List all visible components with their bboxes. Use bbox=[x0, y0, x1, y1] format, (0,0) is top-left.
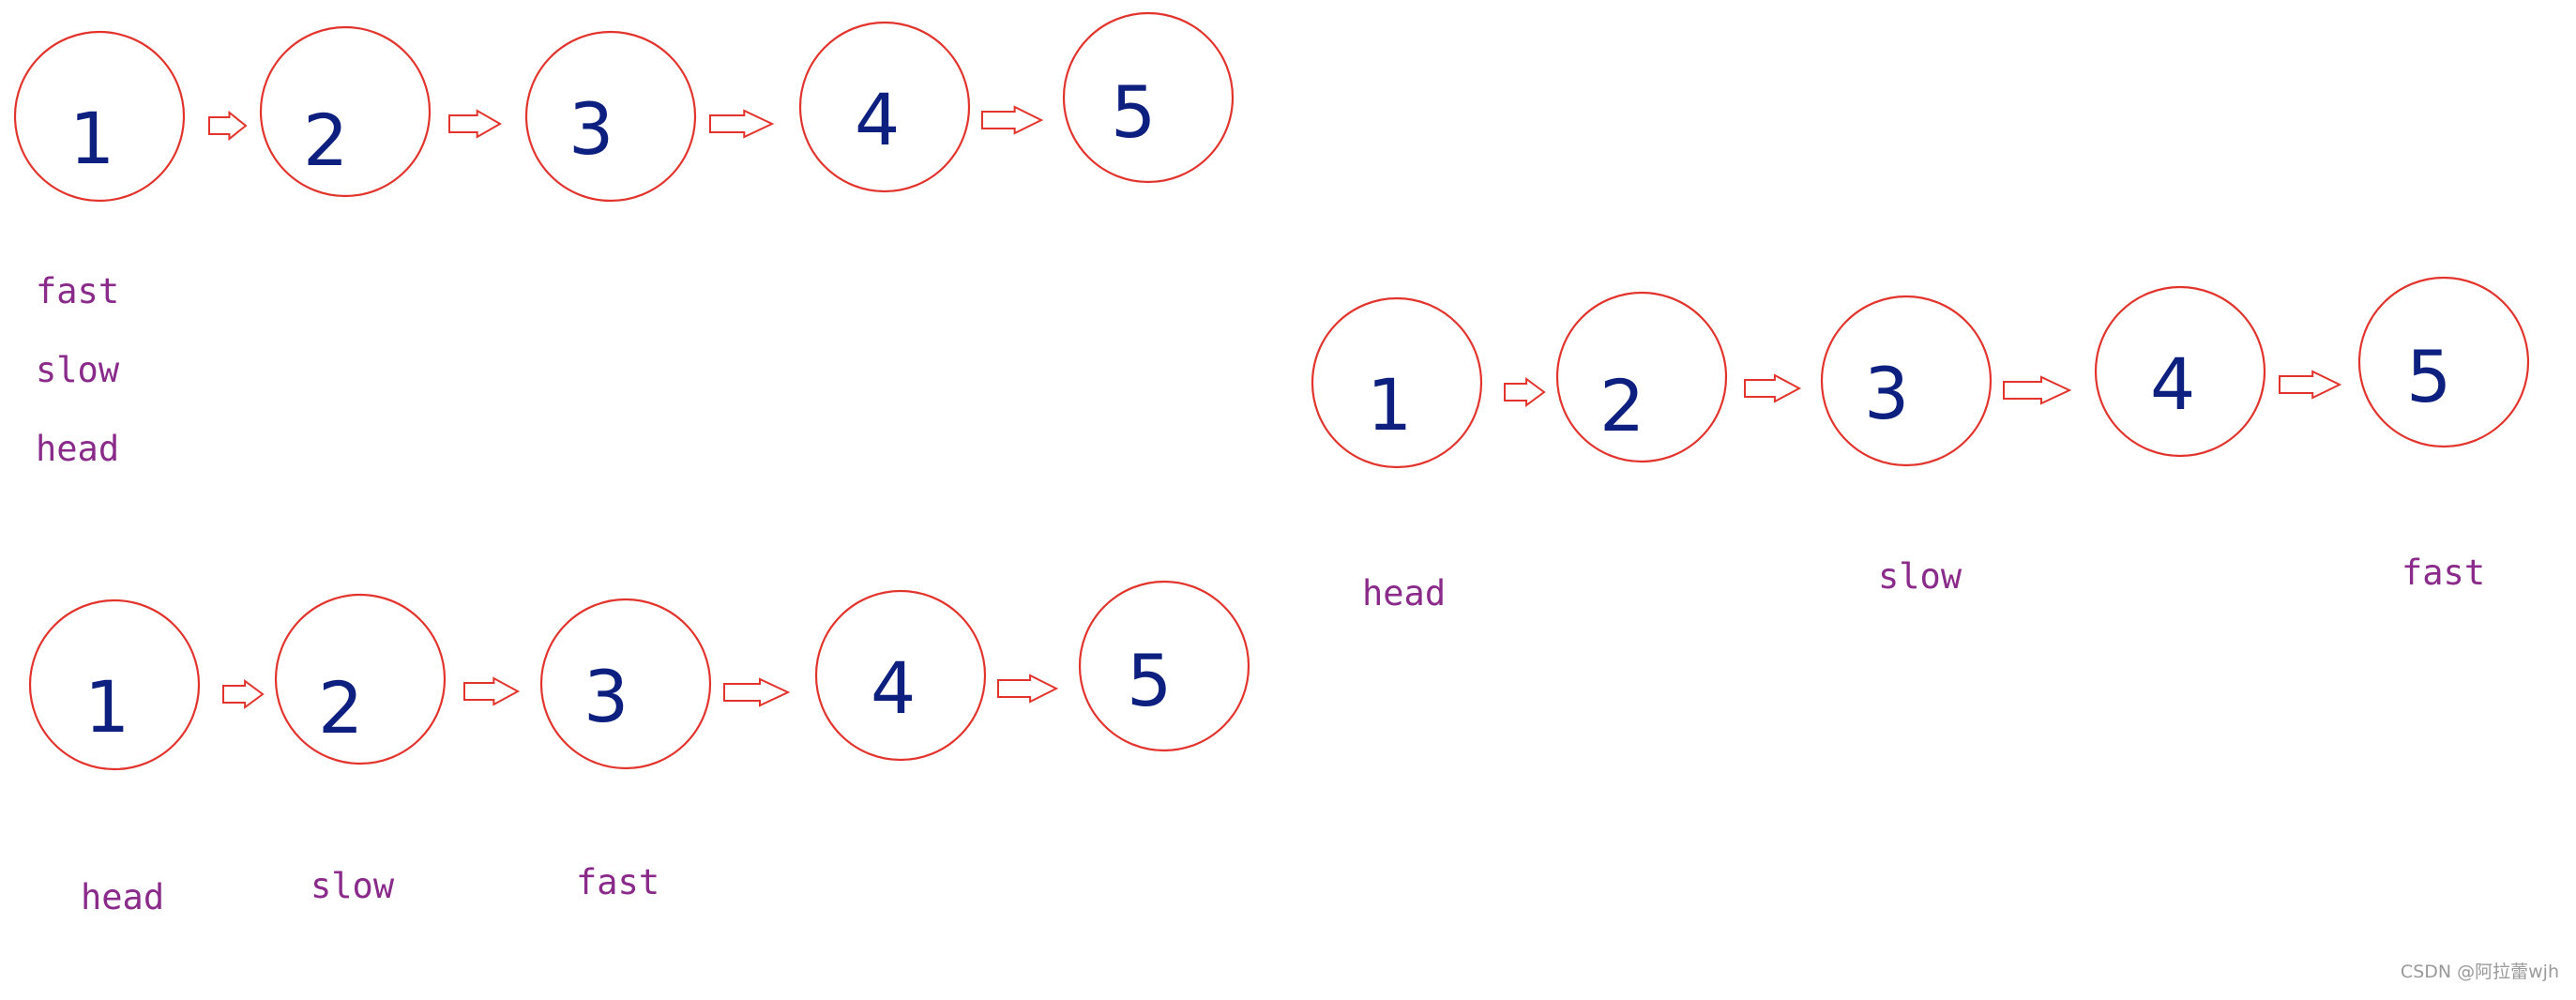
pointer-label-slow: slow bbox=[1878, 556, 1962, 597]
list-node-circle bbox=[2357, 276, 2530, 448]
list-node-circle bbox=[1062, 11, 1235, 184]
pointer-label-fast: fast bbox=[2402, 553, 2486, 593]
pointer-label-slow: slow bbox=[36, 350, 120, 390]
list-node-value: 4 bbox=[871, 646, 916, 730]
next-pointer-arrow bbox=[2003, 375, 2072, 405]
next-pointer-arrow bbox=[997, 674, 1059, 704]
list-node-circle bbox=[1078, 580, 1250, 752]
list-node-circle bbox=[814, 589, 987, 762]
next-pointer-arrow bbox=[448, 109, 503, 139]
list-node-circle bbox=[13, 30, 186, 203]
next-pointer-arrow bbox=[723, 677, 791, 707]
next-pointer-arrow bbox=[208, 110, 248, 142]
list-node-value: 3 bbox=[568, 87, 614, 171]
list-node-value: 5 bbox=[2406, 335, 2451, 418]
list-node-value: 1 bbox=[84, 665, 129, 749]
next-pointer-arrow bbox=[709, 109, 775, 139]
list-node-value: 4 bbox=[855, 78, 900, 161]
next-pointer-arrow bbox=[1744, 373, 1802, 403]
next-pointer-arrow bbox=[222, 679, 265, 709]
pointer-label-head: head bbox=[36, 429, 120, 469]
list-node-circle bbox=[2094, 285, 2266, 458]
pointer-label-fast: fast bbox=[576, 862, 660, 902]
list-node-circle bbox=[1820, 295, 1993, 467]
list-node-value: 2 bbox=[318, 666, 363, 750]
list-node-value: 3 bbox=[1864, 352, 1909, 435]
list-node-circle bbox=[1311, 296, 1483, 469]
pointer-label-head: head bbox=[1362, 573, 1447, 614]
list-node-value: 3 bbox=[583, 655, 629, 738]
list-node-circle bbox=[798, 21, 971, 193]
list-node-value: 1 bbox=[1367, 363, 1412, 447]
list-node-circle bbox=[524, 30, 697, 203]
list-node-value: 4 bbox=[2150, 342, 2195, 426]
pointer-label-slow: slow bbox=[311, 866, 395, 906]
next-pointer-arrow bbox=[2279, 370, 2342, 400]
list-node-value: 5 bbox=[1127, 639, 1172, 722]
list-node-circle bbox=[1555, 291, 1728, 463]
list-node-value: 2 bbox=[303, 98, 348, 182]
list-node-circle bbox=[259, 25, 432, 198]
pointer-label-fast: fast bbox=[36, 271, 120, 311]
watermark: CSDN @阿拉蕾wjh bbox=[2400, 962, 2559, 982]
list-node-circle bbox=[28, 598, 201, 771]
list-node-circle bbox=[539, 598, 712, 770]
next-pointer-arrow bbox=[981, 105, 1044, 135]
list-node-circle bbox=[274, 593, 447, 765]
list-node-value: 5 bbox=[1111, 70, 1156, 154]
next-pointer-arrow bbox=[1504, 377, 1546, 407]
list-node-value: 1 bbox=[69, 97, 114, 180]
pointer-label-head: head bbox=[81, 877, 165, 917]
list-node-value: 2 bbox=[1599, 364, 1644, 447]
next-pointer-arrow bbox=[463, 676, 521, 706]
